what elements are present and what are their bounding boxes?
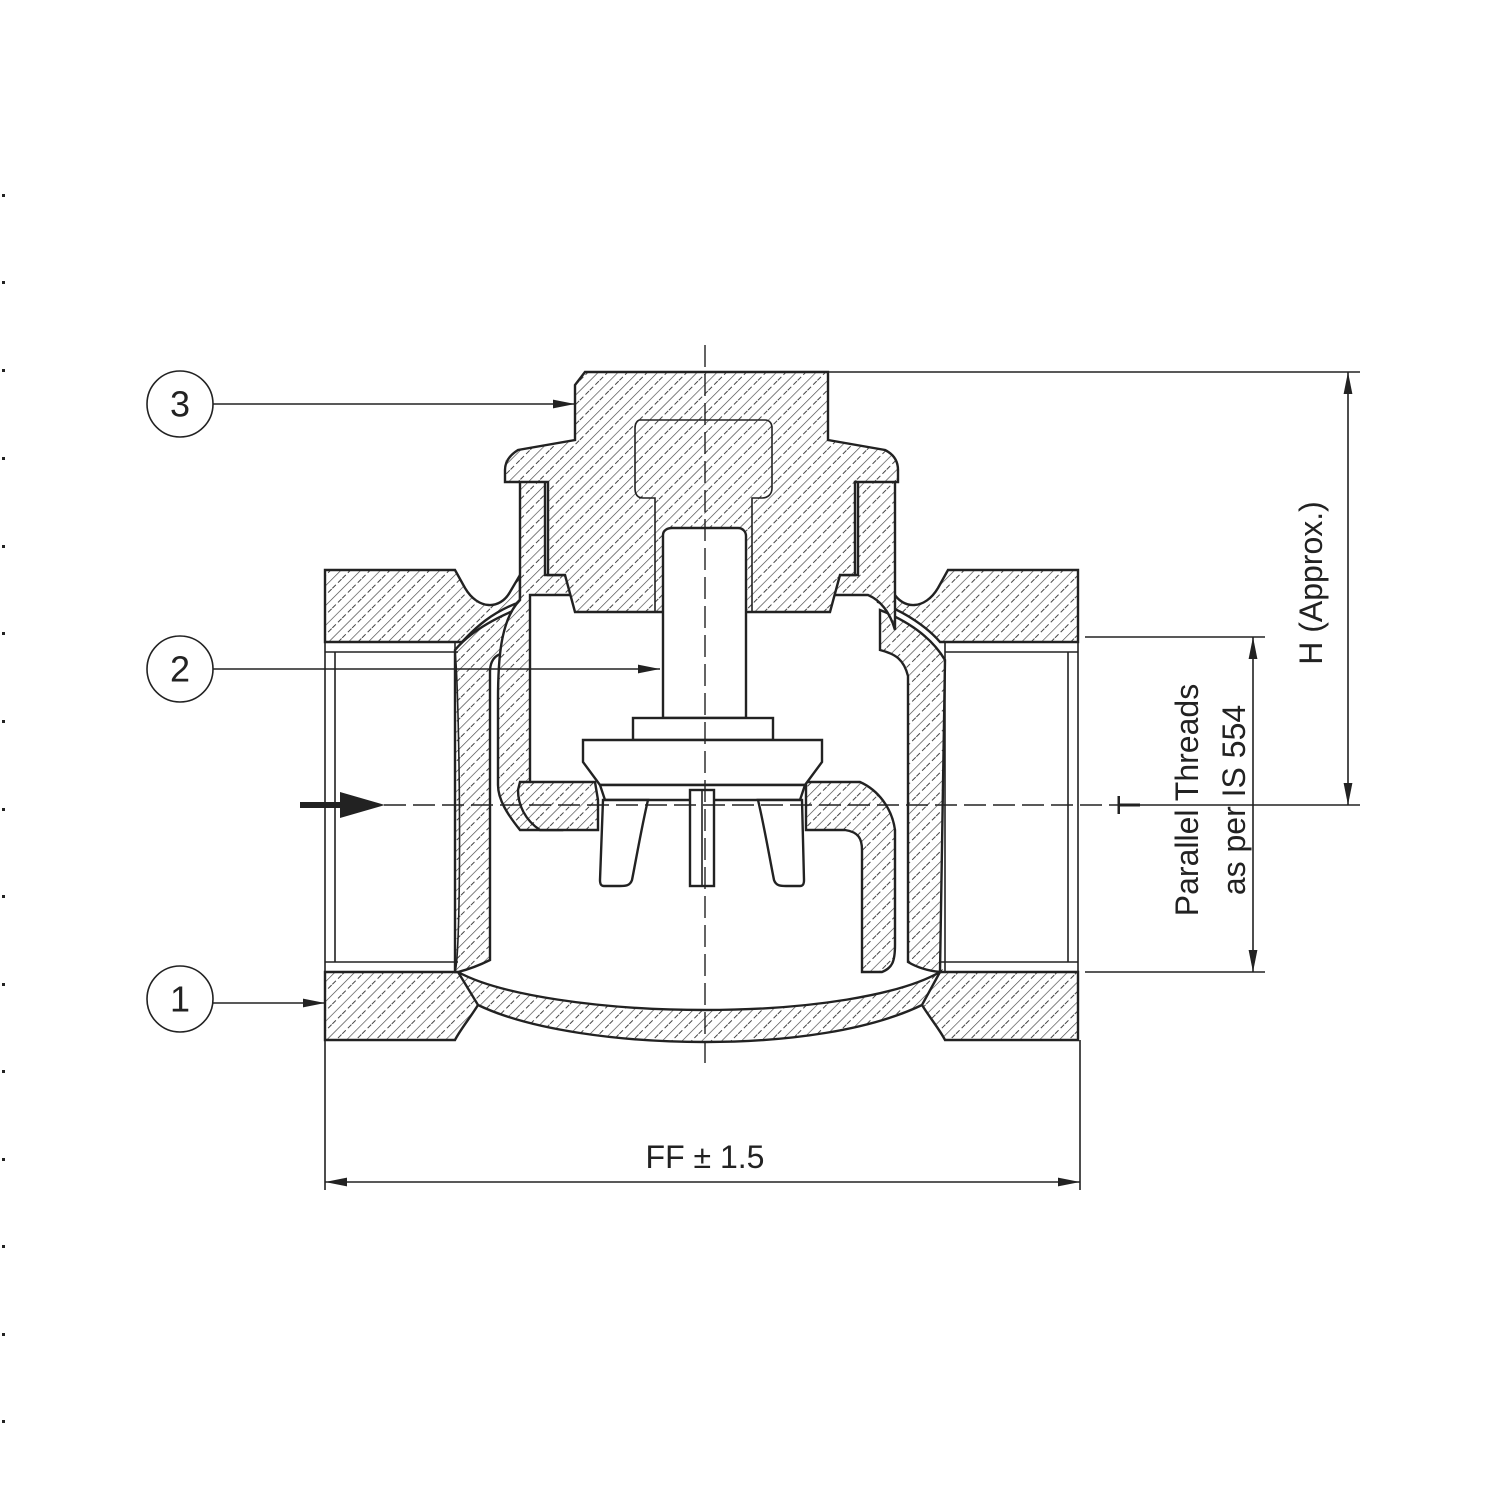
- balloon-3-label: 3: [170, 384, 190, 425]
- valve-body: [323, 460, 1080, 1044]
- ff-dimension-label: FF ± 1.5: [646, 1139, 765, 1175]
- center-lines: [355, 345, 1120, 1068]
- balloon-3: 3: [146, 370, 575, 438]
- balloon-2: 2: [146, 635, 660, 703]
- thread-label-line2: as per IS 554: [1216, 705, 1252, 895]
- balloon-2-label: 2: [170, 649, 190, 690]
- dimension-lines: [324, 371, 1360, 1190]
- thread-label-line1: Parallel Threads: [1169, 684, 1205, 916]
- margin-ticks: [2, 194, 5, 1423]
- centerline-mark-t: T: [1111, 795, 1147, 815]
- h-dimension-label: H (Approx.): [1293, 501, 1329, 665]
- balloon-1: 1: [146, 965, 325, 1033]
- flow-direction-arrow: [300, 792, 385, 818]
- balloon-1-label: 1: [170, 979, 190, 1020]
